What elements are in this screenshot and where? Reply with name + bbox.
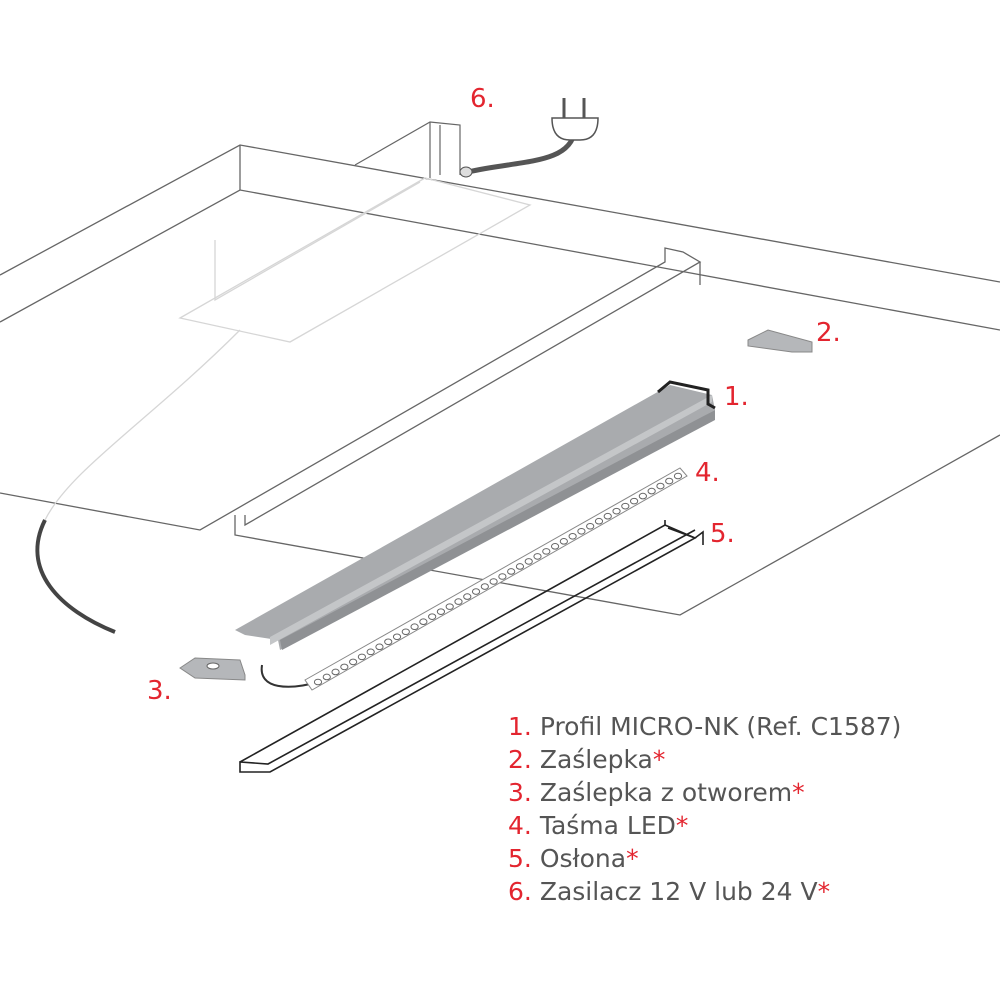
led-chip — [568, 532, 577, 540]
led-chip — [638, 492, 647, 500]
led-chip — [331, 668, 340, 676]
led-strip — [304, 467, 688, 691]
led-chip — [340, 663, 349, 671]
led-chip — [349, 658, 358, 666]
legend-text: Zaślepka z otworem — [539, 778, 793, 807]
led-chip — [313, 678, 323, 686]
led-chip — [524, 558, 533, 565]
led-chip — [436, 608, 446, 615]
end-cap-with-hole — [179, 657, 319, 688]
led-chip — [612, 507, 621, 515]
led-chip — [489, 578, 498, 585]
led-chip — [559, 538, 568, 545]
led-chip — [384, 638, 393, 646]
led-chip — [594, 517, 604, 525]
legend-item: 6. Zasilacz 12 V lub 24 V* — [508, 875, 901, 908]
legend-item: 1. Profil MICRO-NK (Ref. C1587) — [508, 710, 901, 743]
legend-text: Taśma LED — [539, 811, 676, 840]
led-chip — [603, 512, 612, 520]
led-chip — [542, 548, 551, 555]
diffuser-cover — [239, 520, 704, 773]
legend-item: 3. Zaślepka z otworem* — [508, 776, 901, 809]
power-plug-icon — [459, 98, 599, 178]
led-chip — [471, 588, 481, 595]
led-chip — [463, 593, 472, 600]
parts-legend: 1. Profil MICRO-NK (Ref. C1587) 2. Zaśle… — [508, 710, 901, 908]
led-chip — [428, 613, 437, 620]
led-chip — [507, 568, 516, 575]
callout-2: 2. — [816, 318, 841, 348]
led-chip — [586, 522, 595, 530]
led-chip — [621, 502, 630, 510]
led-chip — [357, 653, 367, 661]
callout-6: 6. — [470, 84, 495, 114]
led-chip — [375, 643, 384, 651]
led-chip — [410, 623, 419, 631]
legend-asterisk: * — [652, 745, 666, 774]
cable-left — [35, 519, 116, 634]
led-chip — [673, 472, 683, 480]
callout-4: 4. — [695, 458, 720, 488]
led-chip — [665, 477, 674, 485]
legend-number: 2. — [508, 745, 532, 774]
led-chip — [480, 583, 489, 590]
led-chip — [533, 553, 542, 560]
legend-number: 5. — [508, 844, 532, 873]
legend-asterisk: * — [792, 778, 805, 807]
legend-number: 3. — [508, 778, 532, 807]
led-chip — [322, 673, 331, 681]
legend-number: 4. — [508, 811, 532, 840]
led-chip — [445, 603, 454, 610]
led-chip — [498, 573, 507, 580]
legend-asterisk: * — [675, 811, 689, 840]
aluminium-profile — [235, 380, 716, 650]
legend-text: Zasilacz 12 V lub 24 V — [539, 877, 818, 906]
led-chip — [366, 648, 375, 656]
led-chip — [647, 487, 656, 495]
led-chip — [454, 598, 463, 605]
ceiling-panel — [0, 144, 1000, 616]
legend-item: 5. Osłona* — [508, 842, 901, 875]
legend-asterisk: * — [626, 844, 639, 873]
led-chip — [515, 563, 525, 570]
led-chip — [392, 633, 402, 641]
legend-text: Osłona — [539, 844, 627, 873]
legend-item: 2. Zaślepka* — [508, 743, 901, 776]
led-chip — [577, 527, 586, 535]
callout-1: 1. — [724, 382, 749, 412]
power-supply-ghost — [44, 177, 532, 521]
legend-number: 1. — [508, 712, 532, 741]
legend-number: 6. — [508, 877, 532, 906]
callout-5: 5. — [710, 519, 735, 549]
led-chip — [550, 543, 560, 550]
end-cap — [747, 329, 813, 353]
power-supply-box — [354, 121, 461, 178]
led-chip — [656, 482, 665, 490]
legend-text: Profil MICRO-NK (Ref. C1587) — [539, 712, 902, 741]
led-chip — [401, 628, 410, 636]
callout-3: 3. — [147, 676, 172, 706]
legend-text: Zaślepka — [539, 745, 653, 774]
legend-item: 4. Taśma LED* — [508, 809, 901, 842]
led-chip — [629, 497, 639, 505]
led-chip — [419, 618, 428, 626]
legend-asterisk: * — [817, 877, 831, 906]
